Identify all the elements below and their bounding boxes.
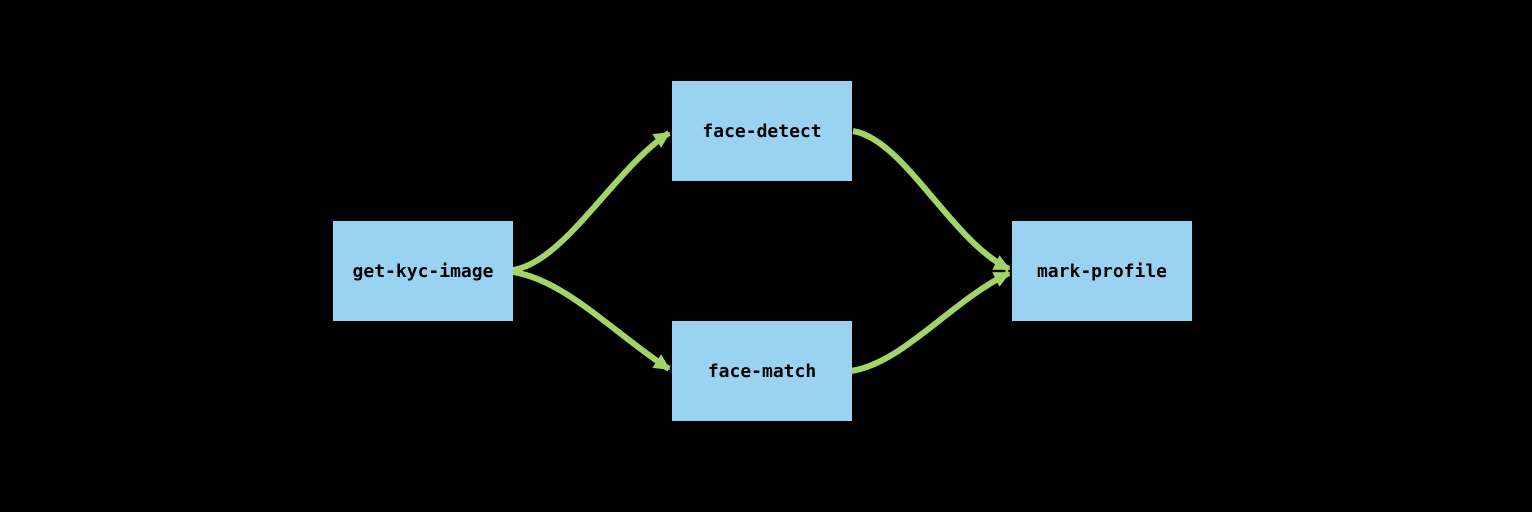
node-mark-profile[interactable]: mark-profile xyxy=(1012,221,1192,321)
edge-get-kyc-image-to-face-match xyxy=(512,269,671,372)
node-label: mark-profile xyxy=(1036,260,1168,282)
edge-face-detect-to-mark-profile xyxy=(852,128,1011,272)
edge-get-kyc-image-to-face-detect xyxy=(512,130,671,273)
node-face-match[interactable]: face-match xyxy=(672,321,852,421)
node-label: face-match xyxy=(707,360,817,382)
node-label: face-detect xyxy=(702,120,822,142)
node-face-detect[interactable]: face-detect xyxy=(672,81,852,181)
edge-face-match-to-mark-profile xyxy=(850,270,1011,374)
node-get-kyc-image[interactable]: get-kyc-image xyxy=(333,221,513,321)
node-label: get-kyc-image xyxy=(352,260,494,282)
